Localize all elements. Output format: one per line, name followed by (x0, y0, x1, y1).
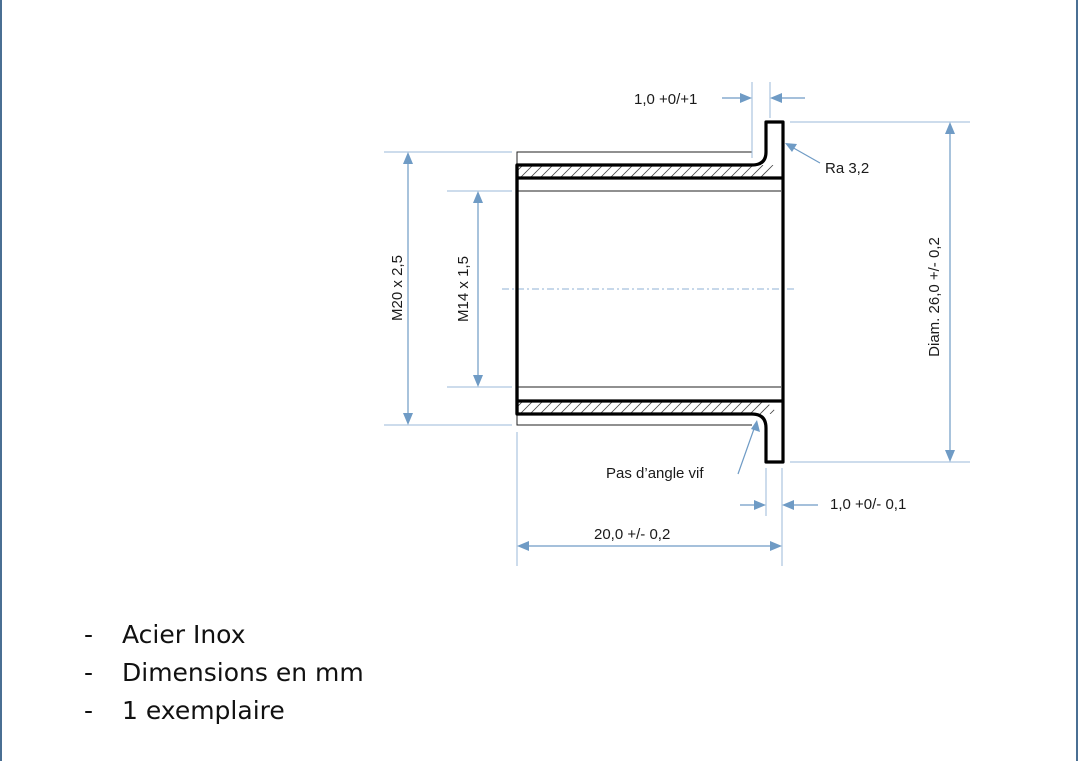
label-inner-thread: M14 x 1,5 (455, 256, 472, 322)
hatch-line (699, 401, 714, 414)
hatch-line (559, 165, 574, 178)
outer-thread-outline (516, 151, 752, 426)
hatch-line (729, 165, 744, 178)
hatch-line (519, 165, 534, 178)
label-length: 20,0 +/- 0,2 (594, 526, 670, 543)
dimension-flange-thickness-top (722, 93, 805, 103)
hatch-line (689, 401, 704, 414)
label-flange-thickness: 1,0 +0/+1 (634, 91, 697, 108)
hatch-line (599, 165, 614, 178)
hatch-bottom-wall (500, 401, 803, 414)
hatch-line (639, 401, 654, 414)
hatch-line (689, 165, 704, 178)
hatch-line (589, 401, 604, 414)
hatch-line (539, 165, 554, 178)
hatch-line (549, 401, 564, 414)
extension-lines (384, 82, 970, 566)
hatch-line (699, 165, 714, 178)
label-roughness: Ra 3,2 (825, 160, 869, 177)
hatch-line (719, 401, 734, 414)
roughness-leader (785, 143, 821, 164)
inner-thread-outline (517, 190, 781, 388)
dimension-outer-thread (403, 152, 413, 425)
hatch-line (790, 401, 803, 414)
hatch-line (579, 165, 594, 178)
hatch-line (599, 401, 614, 414)
dimension-flange-thickness-bottom (740, 500, 818, 510)
hatch-line (679, 401, 694, 414)
hatch-line (729, 401, 744, 414)
bushing-outline (515, 120, 785, 464)
note-quantity: 1 exemplaire (122, 696, 285, 725)
label-sharp-edge: Pas d’angle vif (606, 465, 704, 482)
note-dash: - (84, 696, 94, 725)
label-flange-tolerance: 1,0 +0/- 0,1 (830, 496, 906, 513)
label-flange-diameter: Diam. 26,0 +/- 0,2 (926, 237, 943, 357)
hatch-line (709, 401, 724, 414)
hatch-line (669, 165, 684, 178)
hatch-line (517, 165, 524, 178)
note-dash: - (84, 658, 94, 687)
sharp-edge-leader (737, 420, 760, 475)
hatch-line (659, 165, 674, 178)
note-material: Acier Inox (122, 620, 246, 649)
dimension-length (517, 541, 782, 551)
dimension-inner-thread (473, 191, 483, 387)
hatch-line (649, 401, 664, 414)
hatch-line (589, 165, 604, 178)
hatch-line (619, 165, 634, 178)
hatch-line (669, 401, 684, 414)
hatch-line (569, 401, 584, 414)
hatch-line (579, 401, 594, 414)
hatch-line (759, 165, 774, 178)
hatch-line (679, 165, 694, 178)
note-item: -Dimensions en mm (84, 654, 364, 692)
hatch-line (529, 401, 544, 414)
hatch-line (749, 165, 764, 178)
hatch-line (517, 401, 524, 414)
notes-list: -Acier Inox -Dimensions en mm -1 exempla… (84, 616, 364, 730)
hatch-line (659, 401, 674, 414)
note-item: -Acier Inox (84, 616, 364, 654)
label-outer-thread: M20 x 2,5 (389, 255, 406, 321)
hatch-line (609, 165, 624, 178)
hatch-line (519, 401, 534, 414)
hatch-line (529, 165, 544, 178)
hatch-line (639, 165, 654, 178)
note-dash: - (84, 620, 94, 649)
hatch-line (759, 401, 774, 414)
hatch-line (609, 401, 624, 414)
note-units: Dimensions en mm (122, 658, 364, 687)
hatch-line (739, 401, 754, 414)
hatch-line (739, 165, 754, 178)
hatch-line (769, 401, 778, 414)
dimension-flange-diameter (945, 122, 955, 462)
hatch-line (709, 165, 724, 178)
hatch-line (629, 165, 644, 178)
note-item: -1 exemplaire (84, 692, 364, 730)
hatch-top-wall (500, 165, 803, 178)
hatch-line (629, 401, 644, 414)
hatch-line (749, 401, 764, 414)
hatch-line (719, 165, 734, 178)
hatch-line (559, 401, 574, 414)
hatch-line (769, 165, 778, 178)
hatch-line (539, 401, 554, 414)
hatch-line (649, 165, 664, 178)
hatch-line (549, 165, 564, 178)
hatch-line (790, 165, 803, 178)
hatch-line (569, 165, 584, 178)
hatch-line (500, 401, 513, 414)
hatch-line (500, 165, 513, 178)
hatch-line (619, 401, 634, 414)
